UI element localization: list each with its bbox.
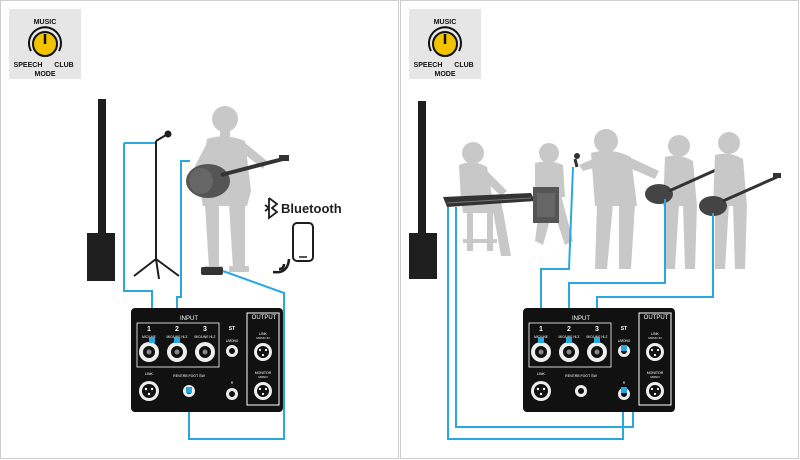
reverb-footsw-label: REVERB FOOT SW [173,374,205,378]
monitor-label: MONITOR [255,371,272,375]
output-link-label: LINK [259,332,267,336]
ch3-number-band: 3 [595,326,599,333]
plug-ch1-band [538,337,544,343]
mode-speech-label-band: SPEECH [414,62,443,69]
ch1-number: 1 [147,326,151,333]
panel-band: MUSIC SPEECH CLUB MODE [400,0,799,459]
speaker-subwoofer [87,233,115,281]
output-link-xlr-band[interactable] [646,343,664,361]
input-section-frame [136,322,220,368]
combo-jack-ch2-band[interactable] [559,342,579,362]
mode-knob-badge: MUSIC SPEECH CLUB MODE [9,9,81,79]
input-label: INPUT [180,316,198,322]
mode-speech-label: SPEECH [14,62,43,69]
mode-dial-arc [28,26,62,52]
foot-switch-icon [201,267,223,275]
st-lmono-jack[interactable] [226,345,238,357]
mode-club-label-band: CLUB [454,62,473,69]
input-label-band: INPUT [572,316,590,322]
panel-solo-performer: MUSIC SPEECH CLUB MODE [0,0,399,459]
plug-r-band [621,387,627,393]
lmono-label: L/MONO [226,339,239,343]
acoustic-guitar-icon [186,155,289,198]
plug-footsw [186,387,192,393]
bluetooth-logo: Bluetooth [264,197,342,220]
keyboard-cable-r [447,207,624,440]
monitor-sub-band: MONO [650,375,660,379]
st-label-band: ST [621,326,627,332]
ch2-number: 2 [175,326,179,333]
mode-club-label: CLUB [54,62,73,69]
reverb-footsw-label-band: REVERB FOOT SW [565,374,597,378]
vocal-mic-cable [540,166,574,339]
column-speaker-icon [87,99,115,281]
lmono-label-band: L/MONO [618,339,631,343]
electric-guitar-icon-2 [699,173,781,216]
keyboard-icon [443,193,535,207]
link-input-label-band: LINK [537,372,545,376]
monitor-xlr-band[interactable] [646,382,664,400]
electric-guitarist-silhouette-2 [713,132,747,269]
plug-ch2 [174,337,180,343]
mode-music-label-band: MUSIC [434,19,457,26]
output-link-label-band: LINK [651,332,659,336]
footswitch-cable [188,270,285,440]
mode-knob-badge-band: MUSIC SPEECH CLUB MODE [409,9,481,79]
wireless-waves-icon [272,258,291,274]
st-r-jack[interactable] [226,388,238,400]
cajon-player-silhouette [533,143,573,245]
solo-setup-diagram: MUSIC SPEECH CLUB MODE [9,9,342,440]
link-input-xlr[interactable] [139,381,159,401]
ch3-number: 3 [203,326,207,333]
bluetooth-icon [264,197,279,220]
io-panel: INPUT OUTPUT 1 2 3 MIC/LINE MIC/LINE HI-… [131,308,283,412]
output-label: OUTPUT [252,315,277,321]
bluetooth-label: Bluetooth [281,201,342,216]
plug-ch2-band [566,337,572,343]
column-speaker-icon-band [409,101,437,279]
output-link-xlr[interactable] [254,343,272,361]
link-input-label: LINK [145,372,153,376]
speaker-column [98,99,106,233]
combo-jack-ch1[interactable] [139,342,159,362]
combo-jack-ch3-band[interactable] [587,342,607,362]
output-section-frame [246,312,280,406]
microphone-stand-icon [133,130,180,280]
band-setup-diagram: MUSIC SPEECH CLUB MODE [409,9,781,440]
reverb-footsw-jack-band[interactable] [575,385,587,397]
ch3-label: MIC/LINE HI-Z [195,335,216,339]
smartphone-icon [292,222,314,262]
plug-lmono-band [621,345,627,351]
output-link-sub: MONO IN [256,336,269,340]
combo-jack-ch1-band[interactable] [531,342,551,362]
mode-music-label: MUSIC [34,19,57,26]
output-label-band: OUTPUT [644,315,669,321]
r-label: R [231,381,234,385]
monitor-xlr[interactable] [254,382,272,400]
mode-mode-label: MODE [35,71,56,78]
monitor-label-band: MONITOR [647,371,664,375]
st-label: ST [229,326,235,332]
singer-silhouette [579,129,659,269]
output-link-sub-band: MONO IN [648,336,661,340]
ch1-number-band: 1 [539,326,543,333]
ch2-number-band: 2 [567,326,571,333]
r-label-band: R [623,381,626,385]
plug-ch1 [149,337,155,343]
plug-ch3-band [594,337,600,343]
io-panel-band: INPUT OUTPUT 1 2 3 MIC/LINE MIC/LINE HI-… [523,308,675,412]
handheld-mic-icon [573,153,580,168]
mode-mode-label-band: MODE [435,71,456,78]
link-input-xlr-band[interactable] [531,381,551,401]
combo-jack-ch2[interactable] [167,342,187,362]
electric-guitarist-silhouette-1 [663,135,697,269]
monitor-sub: MONO [258,375,268,379]
combo-jack-ch3[interactable] [195,342,215,362]
